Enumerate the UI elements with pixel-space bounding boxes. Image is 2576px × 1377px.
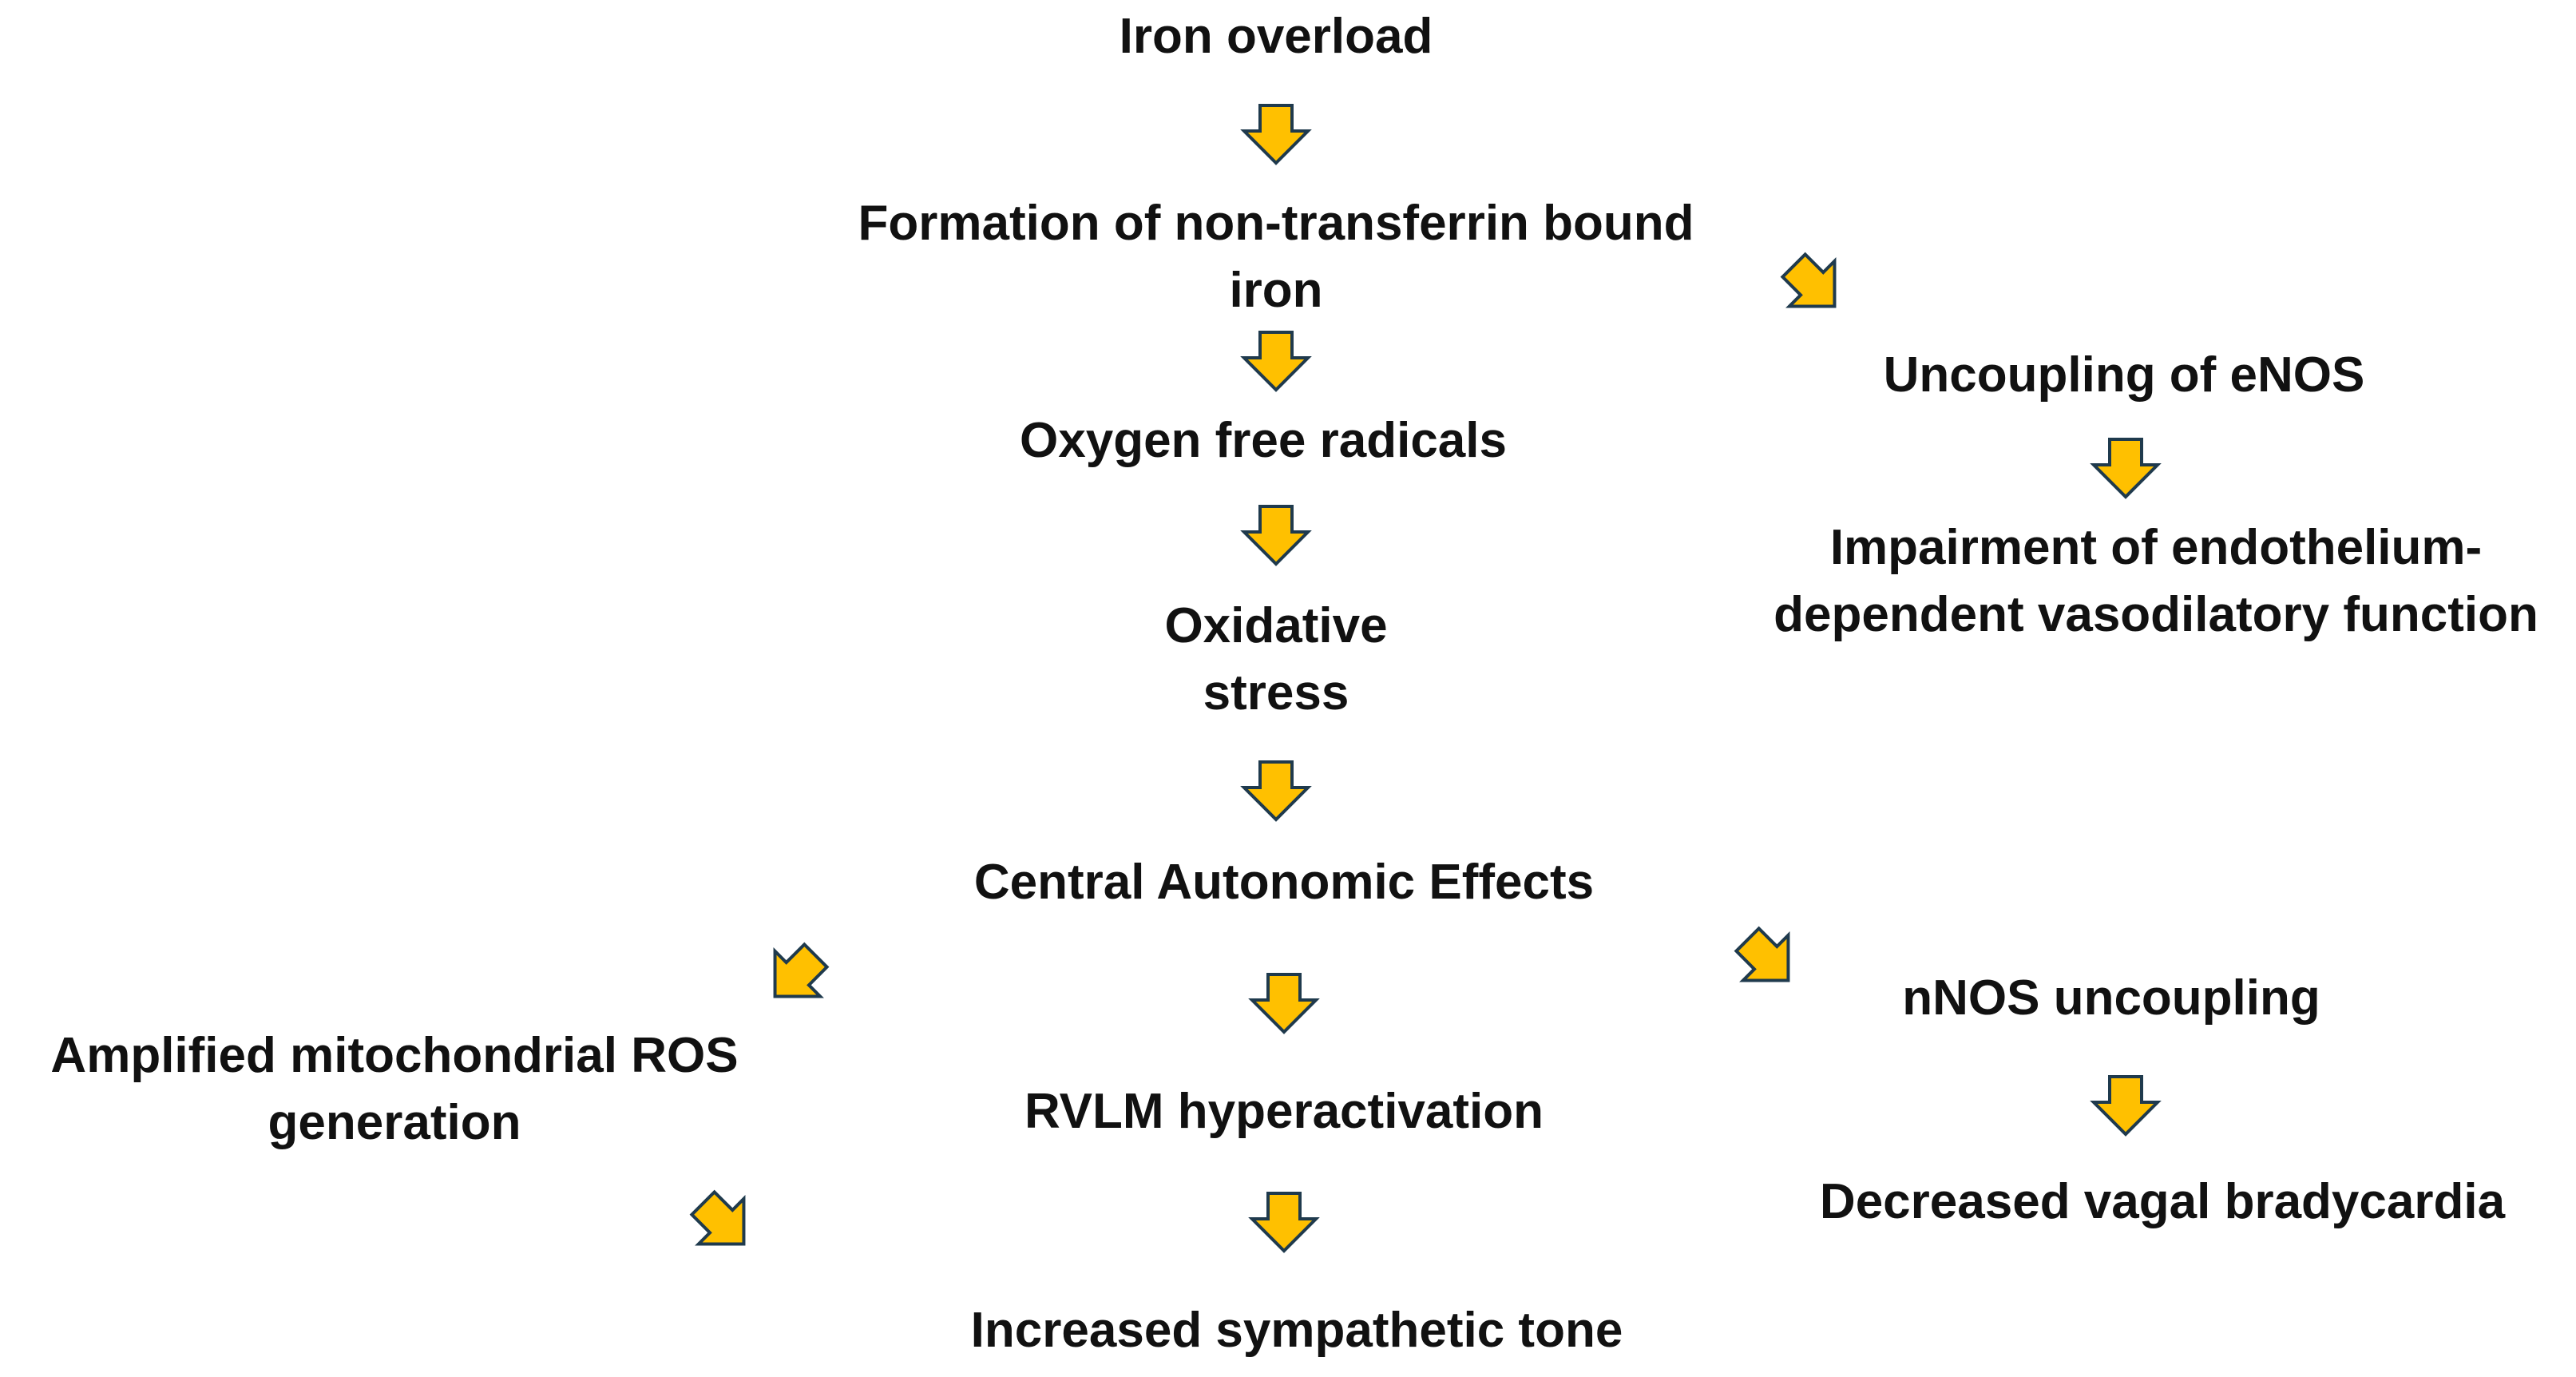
node-mitochondrial-ros: Amplified mitochondrial ROS generation	[50, 1028, 739, 1150]
block-arrow-icon	[1734, 926, 1790, 982]
block-arrow-icon	[1248, 1192, 1320, 1253]
node-rvlm-hyperactivation: RVLM hyperactivation	[1024, 1084, 1544, 1139]
block-arrow-icon	[1240, 331, 1312, 392]
block-arrow-icon	[1240, 760, 1312, 822]
node-uncoupling-enos: Uncoupling of eNOS	[1883, 347, 2365, 403]
node-central-autonomic-effects: Central Autonomic Effects	[973, 855, 1595, 910]
node-oxidative-stress: Oxidative stress	[1164, 598, 1388, 720]
block-arrow-icon	[1240, 505, 1312, 566]
block-arrow-icon	[773, 942, 830, 998]
node-non-transferrin-bound-iron: Formation of non-transferrin bound iron	[858, 196, 1694, 318]
block-arrow-icon	[1240, 104, 1312, 165]
node-nnos-uncoupling: nNOS uncoupling	[1902, 970, 2320, 1026]
block-arrow-icon	[1780, 252, 1837, 308]
node-decreased-vagal-bradycardia: Decreased vagal bradycardia	[1819, 1174, 2506, 1229]
node-endothelium-impairment: Impairment of endothelium- dependent vas…	[1773, 520, 2538, 642]
block-arrow-icon	[2090, 438, 2162, 499]
node-iron-overload: Iron overload	[1119, 9, 1433, 64]
block-arrow-icon	[2090, 1075, 2162, 1137]
node-increased-sympathetic-tone: Increased sympathetic tone	[970, 1303, 1623, 1358]
block-arrow-icon	[689, 1189, 746, 1246]
block-arrow-icon	[1248, 973, 1320, 1034]
node-oxygen-free-radicals: Oxygen free radicals	[1020, 413, 1507, 468]
